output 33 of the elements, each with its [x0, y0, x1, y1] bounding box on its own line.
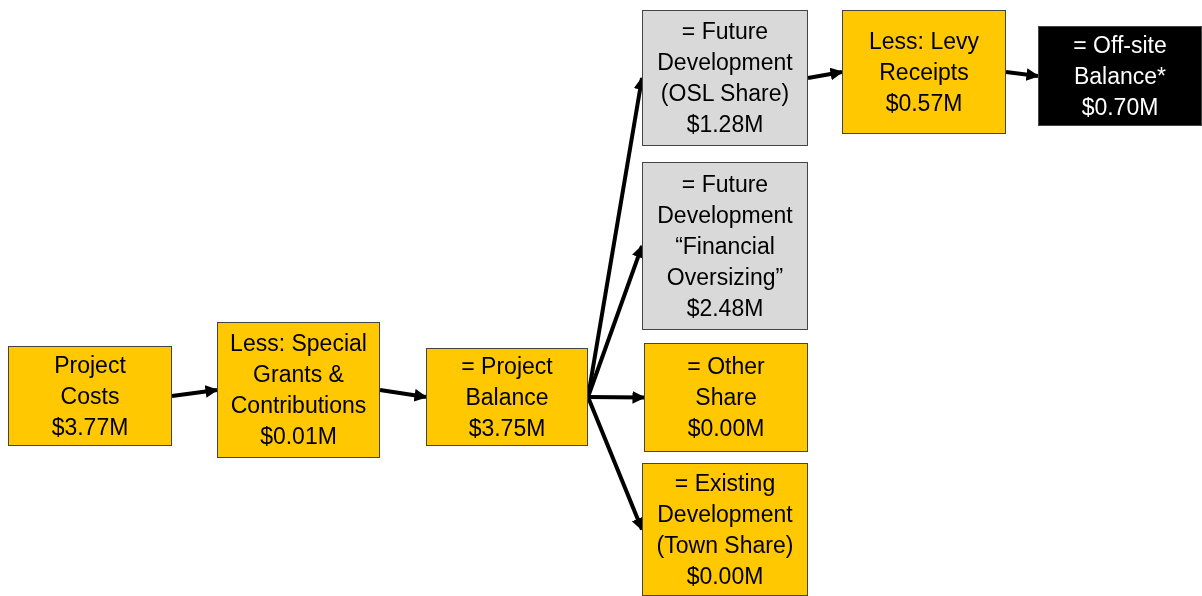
- arrow: [379, 388, 428, 402]
- arrow: [586, 396, 644, 531]
- amount-label: $0.57M: [885, 88, 963, 118]
- box-label: Project Costs: [53, 350, 127, 411]
- process-box: [642, 162, 808, 330]
- amount-label: $2.48M: [686, 293, 764, 323]
- arrow: [807, 67, 844, 81]
- box-label: = Future Development “Financial Oversizing”: [656, 169, 794, 292]
- box-label: Less: Levy Receipts: [868, 26, 980, 87]
- box-label: Less: Special Grants & Contributions: [229, 329, 368, 420]
- box-label: = Future Development (OSL Share): [656, 17, 794, 108]
- arrow: [1005, 68, 1040, 81]
- process-box: [1038, 26, 1202, 126]
- process-box: [426, 348, 588, 446]
- amount-label: $3.75M: [468, 413, 546, 443]
- arrow: [171, 385, 219, 398]
- process-box: [217, 322, 380, 458]
- arrow: [587, 391, 646, 404]
- process-box: [644, 343, 808, 452]
- amount-label: $0.01M: [260, 422, 337, 451]
- box-label: = Off-site Balance*: [1072, 30, 1168, 91]
- process-box: [8, 346, 172, 446]
- amount-label: $0.70M: [1081, 92, 1159, 122]
- box-label: = Existing Development (Town Share): [655, 468, 795, 560]
- process-box: [642, 463, 808, 596]
- amount-label: $3.77M: [51, 412, 129, 442]
- process-box: [842, 10, 1006, 134]
- box-label: = Project Balance: [460, 351, 554, 412]
- amount-label: $0.00M: [686, 561, 764, 591]
- process-box: [642, 10, 808, 146]
- box-label: = Other Share: [686, 352, 766, 412]
- amount-label: $1.28M: [686, 110, 764, 139]
- amount-label: $0.00M: [687, 414, 765, 443]
